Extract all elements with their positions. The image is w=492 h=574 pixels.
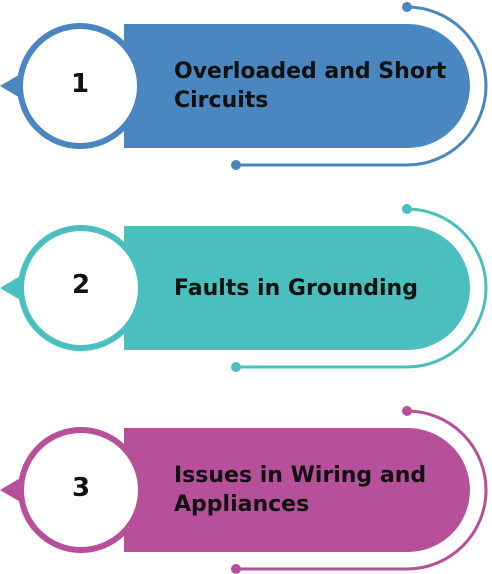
step-2-arc-dot-top: [402, 204, 412, 214]
step-1-outer-arc: [234, 5, 488, 167]
step-2-badge: [34, 241, 128, 335]
step-3-badge: [34, 443, 128, 537]
step-2-pill: [124, 226, 470, 350]
step-3-arc-dot-bottom: [231, 564, 241, 574]
step-1-badge: [33, 39, 127, 133]
step-2-label: Faults in Grounding: [174, 275, 418, 301]
step-3-number: 3: [71, 473, 91, 503]
step-2-pointer: [0, 275, 22, 301]
step-1-pill: [124, 24, 470, 148]
step-1-pointer: [0, 73, 22, 99]
step-2-outer-arc: [234, 207, 488, 369]
step-1-label: Overloaded and Short Circuits: [174, 59, 447, 113]
step-1-arc-dot-bottom: [231, 160, 241, 170]
step-2-arc-dot-bottom: [231, 362, 241, 372]
step-2-number: 2: [71, 270, 91, 300]
step-3-label: Issues in Wiring and Appliances: [174, 463, 427, 517]
step-3-outer-arc: [234, 409, 488, 571]
step-3-arc-dot-top: [402, 406, 412, 416]
step-3-pill: [124, 428, 470, 552]
step-3-pointer: [0, 477, 22, 503]
step-1-arc-dot-top: [402, 2, 412, 12]
step-1-number: 1: [70, 69, 90, 99]
